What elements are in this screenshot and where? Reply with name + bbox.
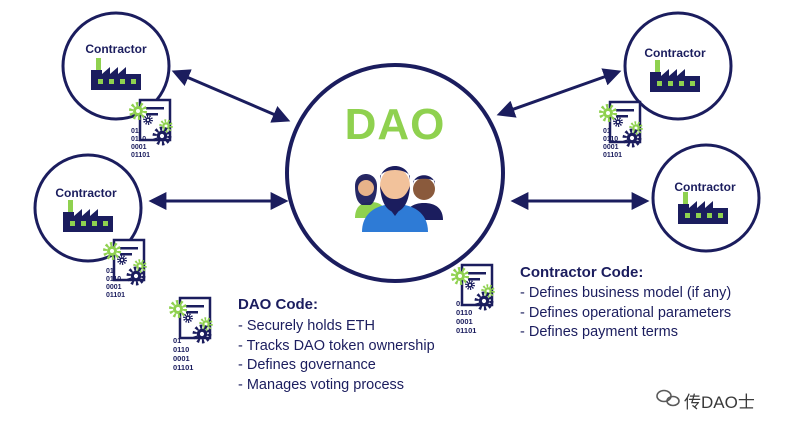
- binary-text-mid-left: 01 0110 0001 01101: [106, 268, 125, 299]
- binary-line: 01: [131, 128, 139, 135]
- contractor-node-top-left: [61, 11, 171, 121]
- contractor-label-mid-right: Contractor: [674, 180, 736, 194]
- contractor-label-top-right: Contractor: [644, 46, 706, 60]
- binary-line: 0110: [173, 345, 189, 354]
- contractor-node-top-right: [623, 11, 733, 121]
- dao-people-icon: [355, 166, 443, 232]
- binary-line: 0110: [456, 308, 472, 317]
- dao-code-item: - Tracks DAO token ownership: [238, 337, 435, 354]
- dao-code-item: - Defines governance: [238, 357, 376, 373]
- watermark-text: 传DAO士: [684, 393, 755, 412]
- binary-text-top-left: 01 0110 0001 01101: [131, 128, 150, 159]
- wechat-icon: [656, 389, 680, 407]
- binary-line: 0001: [131, 144, 147, 151]
- contractor-label-mid-left: Contractor: [55, 186, 117, 200]
- binary-line: 01: [603, 128, 611, 135]
- binary-line: 0110: [106, 276, 121, 283]
- binary-line: 0001: [603, 144, 619, 151]
- dao-code-title: DAO Code:: [238, 296, 318, 313]
- binary-line: 0001: [106, 284, 122, 291]
- binary-line: 01101: [456, 326, 476, 335]
- dao-code-block: DAO Code: - Securely holds ETH - Tracks …: [238, 296, 435, 395]
- dao-code-item: - Securely holds ETH: [238, 318, 375, 334]
- binary-line: 01101: [603, 152, 622, 159]
- binary-line: 01101: [106, 292, 125, 299]
- binary-text-top-right: 01 0110 0001 01101: [603, 128, 622, 159]
- binary-line: 0001: [456, 317, 473, 326]
- dao-code-item: - Manages voting process: [238, 376, 405, 393]
- code-doc-icon-dao-code: [171, 298, 211, 341]
- contractor-code-item: - Defines operational parameters: [520, 304, 732, 321]
- dao-hub-title: DAO: [344, 100, 446, 149]
- contractor-label-top-left: Contractor: [85, 42, 147, 56]
- binary-line: 01: [106, 268, 114, 275]
- arrow-top-left: [171, 69, 291, 123]
- binary-line: 01101: [131, 152, 150, 159]
- contractor-code-block: Contractor Code: - Defines business mode…: [520, 264, 731, 343]
- contractor-node-mid-right: [651, 143, 761, 253]
- binary-line: 0001: [173, 354, 190, 363]
- binary-line: 0110: [131, 136, 146, 143]
- contractor-code-item: - Defines business model (if any): [520, 285, 732, 301]
- binary-text-contractor-code: 01 0110 0001 01101: [456, 299, 476, 335]
- arrow-top-right: [496, 68, 622, 118]
- binary-line: 01: [456, 299, 464, 308]
- binary-line: 01: [173, 336, 181, 345]
- binary-line: 0110: [603, 136, 618, 143]
- contractor-code-title: Contractor Code:: [520, 264, 644, 281]
- binary-text-dao-code: 01 0110 0001 01101: [173, 336, 193, 372]
- contractor-node-mid-left: [33, 153, 143, 263]
- binary-line: 01101: [173, 363, 193, 372]
- contractor-code-item: - Defines payment terms: [520, 324, 678, 340]
